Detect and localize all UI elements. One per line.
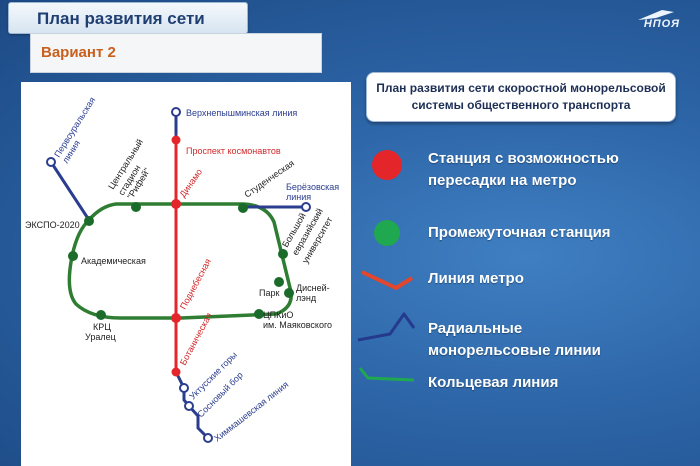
label-krc-1: КРЦ: [93, 322, 111, 332]
logo-text: НПОЯ: [643, 18, 680, 30]
station-podnebesnaya: [171, 313, 181, 323]
label-prospekt: Проспект космонавтов: [186, 146, 281, 156]
label-krc-2: Уралец: [85, 332, 116, 342]
header-title-box: План развития сети: [8, 2, 248, 34]
network-map: Верхнепышминская линия Проспект космонав…: [21, 82, 351, 466]
station-khimmash-end: [203, 433, 213, 443]
variant-label: Вариант 2: [41, 44, 116, 61]
station-dinamo: [171, 199, 181, 209]
logo-swoosh-icon: [638, 10, 674, 20]
legend-transfer-station: Станция с возможностью пересадки на метр…: [428, 148, 619, 192]
station-sosnoviy: [184, 401, 194, 411]
station-krc: [96, 310, 106, 320]
variant-box: Вариант 2: [30, 33, 322, 73]
label-disney-1: Дисней-: [296, 283, 330, 293]
station-pervouralsk-end: [46, 157, 56, 167]
label-sosnoviy: Сосновый бор: [195, 370, 244, 419]
legend-radial-lines: Радиальные монорельсовые линии: [428, 318, 601, 362]
page-title: План развития сети: [37, 9, 205, 28]
red-line-icon: [361, 270, 414, 290]
station-utkus: [179, 383, 189, 393]
legend-intermediate-station: Промежуточная станция: [428, 222, 611, 244]
station-cpkio: [254, 309, 264, 319]
station-studencheskaya: [238, 203, 248, 213]
khimmash-line-b: [187, 404, 210, 440]
label-park: Парк: [259, 288, 279, 298]
plan-title: План развития сети скоростной монорельсо…: [376, 80, 666, 114]
label-berezovsk-1: Берёзовская: [286, 182, 339, 192]
label-disney-2: лэнд: [296, 293, 317, 303]
station-expo: [84, 216, 94, 226]
legend-metro-line: Линия метро: [428, 268, 524, 290]
label-dinamo: Динамо: [177, 167, 204, 199]
company-logo: НПОЯ: [624, 8, 680, 30]
legend-ring-label: Кольцевая линия: [428, 374, 559, 391]
legend-transfer-line2: пересадки на метро: [428, 172, 577, 189]
legend-transfer-line1: Станция с возможностью: [428, 150, 619, 167]
station-central: [131, 202, 141, 212]
plan-title-line2: системы общественного транспорта: [411, 98, 631, 112]
label-cpkio-2: им. Маяковского: [263, 320, 332, 330]
station-akadem: [68, 251, 78, 261]
station-botanicheskaya: [171, 367, 181, 377]
station-park: [274, 277, 284, 287]
plan-title-line1: План развития сети скоростной монорельсо…: [376, 81, 666, 95]
green-circle-icon: [374, 220, 400, 246]
legend-ring-line: Кольцевая линия: [428, 372, 558, 394]
legend-radial-line1: Радиальные: [428, 320, 523, 337]
label-cpkio-1: ЦПКиО: [263, 310, 293, 320]
label-verkhnepyshma: Верхнепышминская линия: [186, 108, 297, 118]
station-prospekt: [171, 135, 181, 145]
station-berezovsk-end: [301, 202, 311, 212]
station-university: [278, 249, 288, 259]
network-map-svg: Верхнепышминская линия Проспект космонав…: [25, 95, 339, 443]
station-verkhnepyshma-end: [171, 107, 181, 117]
legend-intermediate-label: Промежуточная станция: [428, 224, 611, 241]
label-expo: ЭКСПО-2020: [25, 220, 80, 230]
legend-radial-line2: монорельсовые линии: [428, 342, 601, 359]
legend-metro-label: Линия метро: [428, 270, 524, 287]
plan-title-box: План развития сети скоростной монорельсо…: [366, 72, 676, 122]
label-akadem: Академическая: [81, 256, 146, 266]
station-disney: [284, 288, 294, 298]
pervouralsk-line: [49, 161, 91, 221]
blue-line-icon: [357, 312, 416, 342]
label-berezovsk-2: линия: [286, 192, 311, 202]
green-line-icon: [358, 367, 415, 382]
label-podnebesnaya: Поднебесная: [178, 257, 213, 311]
red-circle-icon: [372, 150, 402, 180]
